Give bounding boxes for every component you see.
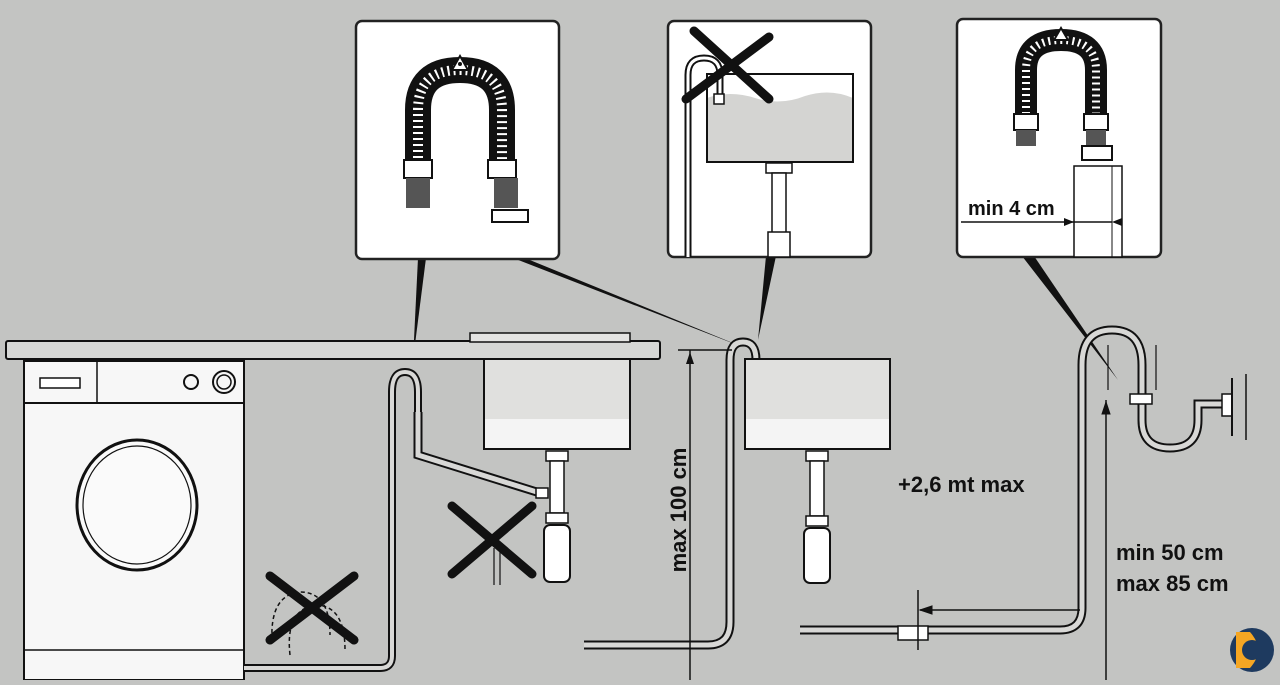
height-max-label: max 85 cm	[1116, 571, 1229, 596]
siphon-clearance-label: min 4 cm	[968, 198, 1055, 220]
wall-siphon-route	[800, 325, 1247, 641]
callout-pointers	[413, 256, 1118, 380]
max-height-dimension: max 100 cm	[666, 349, 732, 680]
drain-hose-to-siphon	[413, 412, 549, 499]
brand-logo	[1230, 628, 1274, 672]
forbidden-cross-submerged	[681, 26, 774, 104]
siphon-connection-panel: min 4 cm	[955, 17, 1163, 259]
height-min-label: min 50 cm	[1116, 540, 1224, 565]
submerged-hose-panel	[666, 19, 873, 259]
countertop	[5, 332, 661, 360]
forbidden-cross-siphon	[447, 501, 537, 579]
height-range-dimension	[917, 400, 1111, 680]
sink-left	[483, 358, 631, 585]
max-height-label: max 100 cm	[666, 448, 691, 573]
forbidden-cross-floor	[265, 571, 359, 645]
extension-label: +2,6 mt max	[898, 472, 1025, 497]
hose-guide-panel	[354, 19, 561, 261]
washing-machine	[23, 360, 245, 681]
standpipe-hose	[584, 337, 761, 650]
sink-right	[744, 358, 891, 584]
